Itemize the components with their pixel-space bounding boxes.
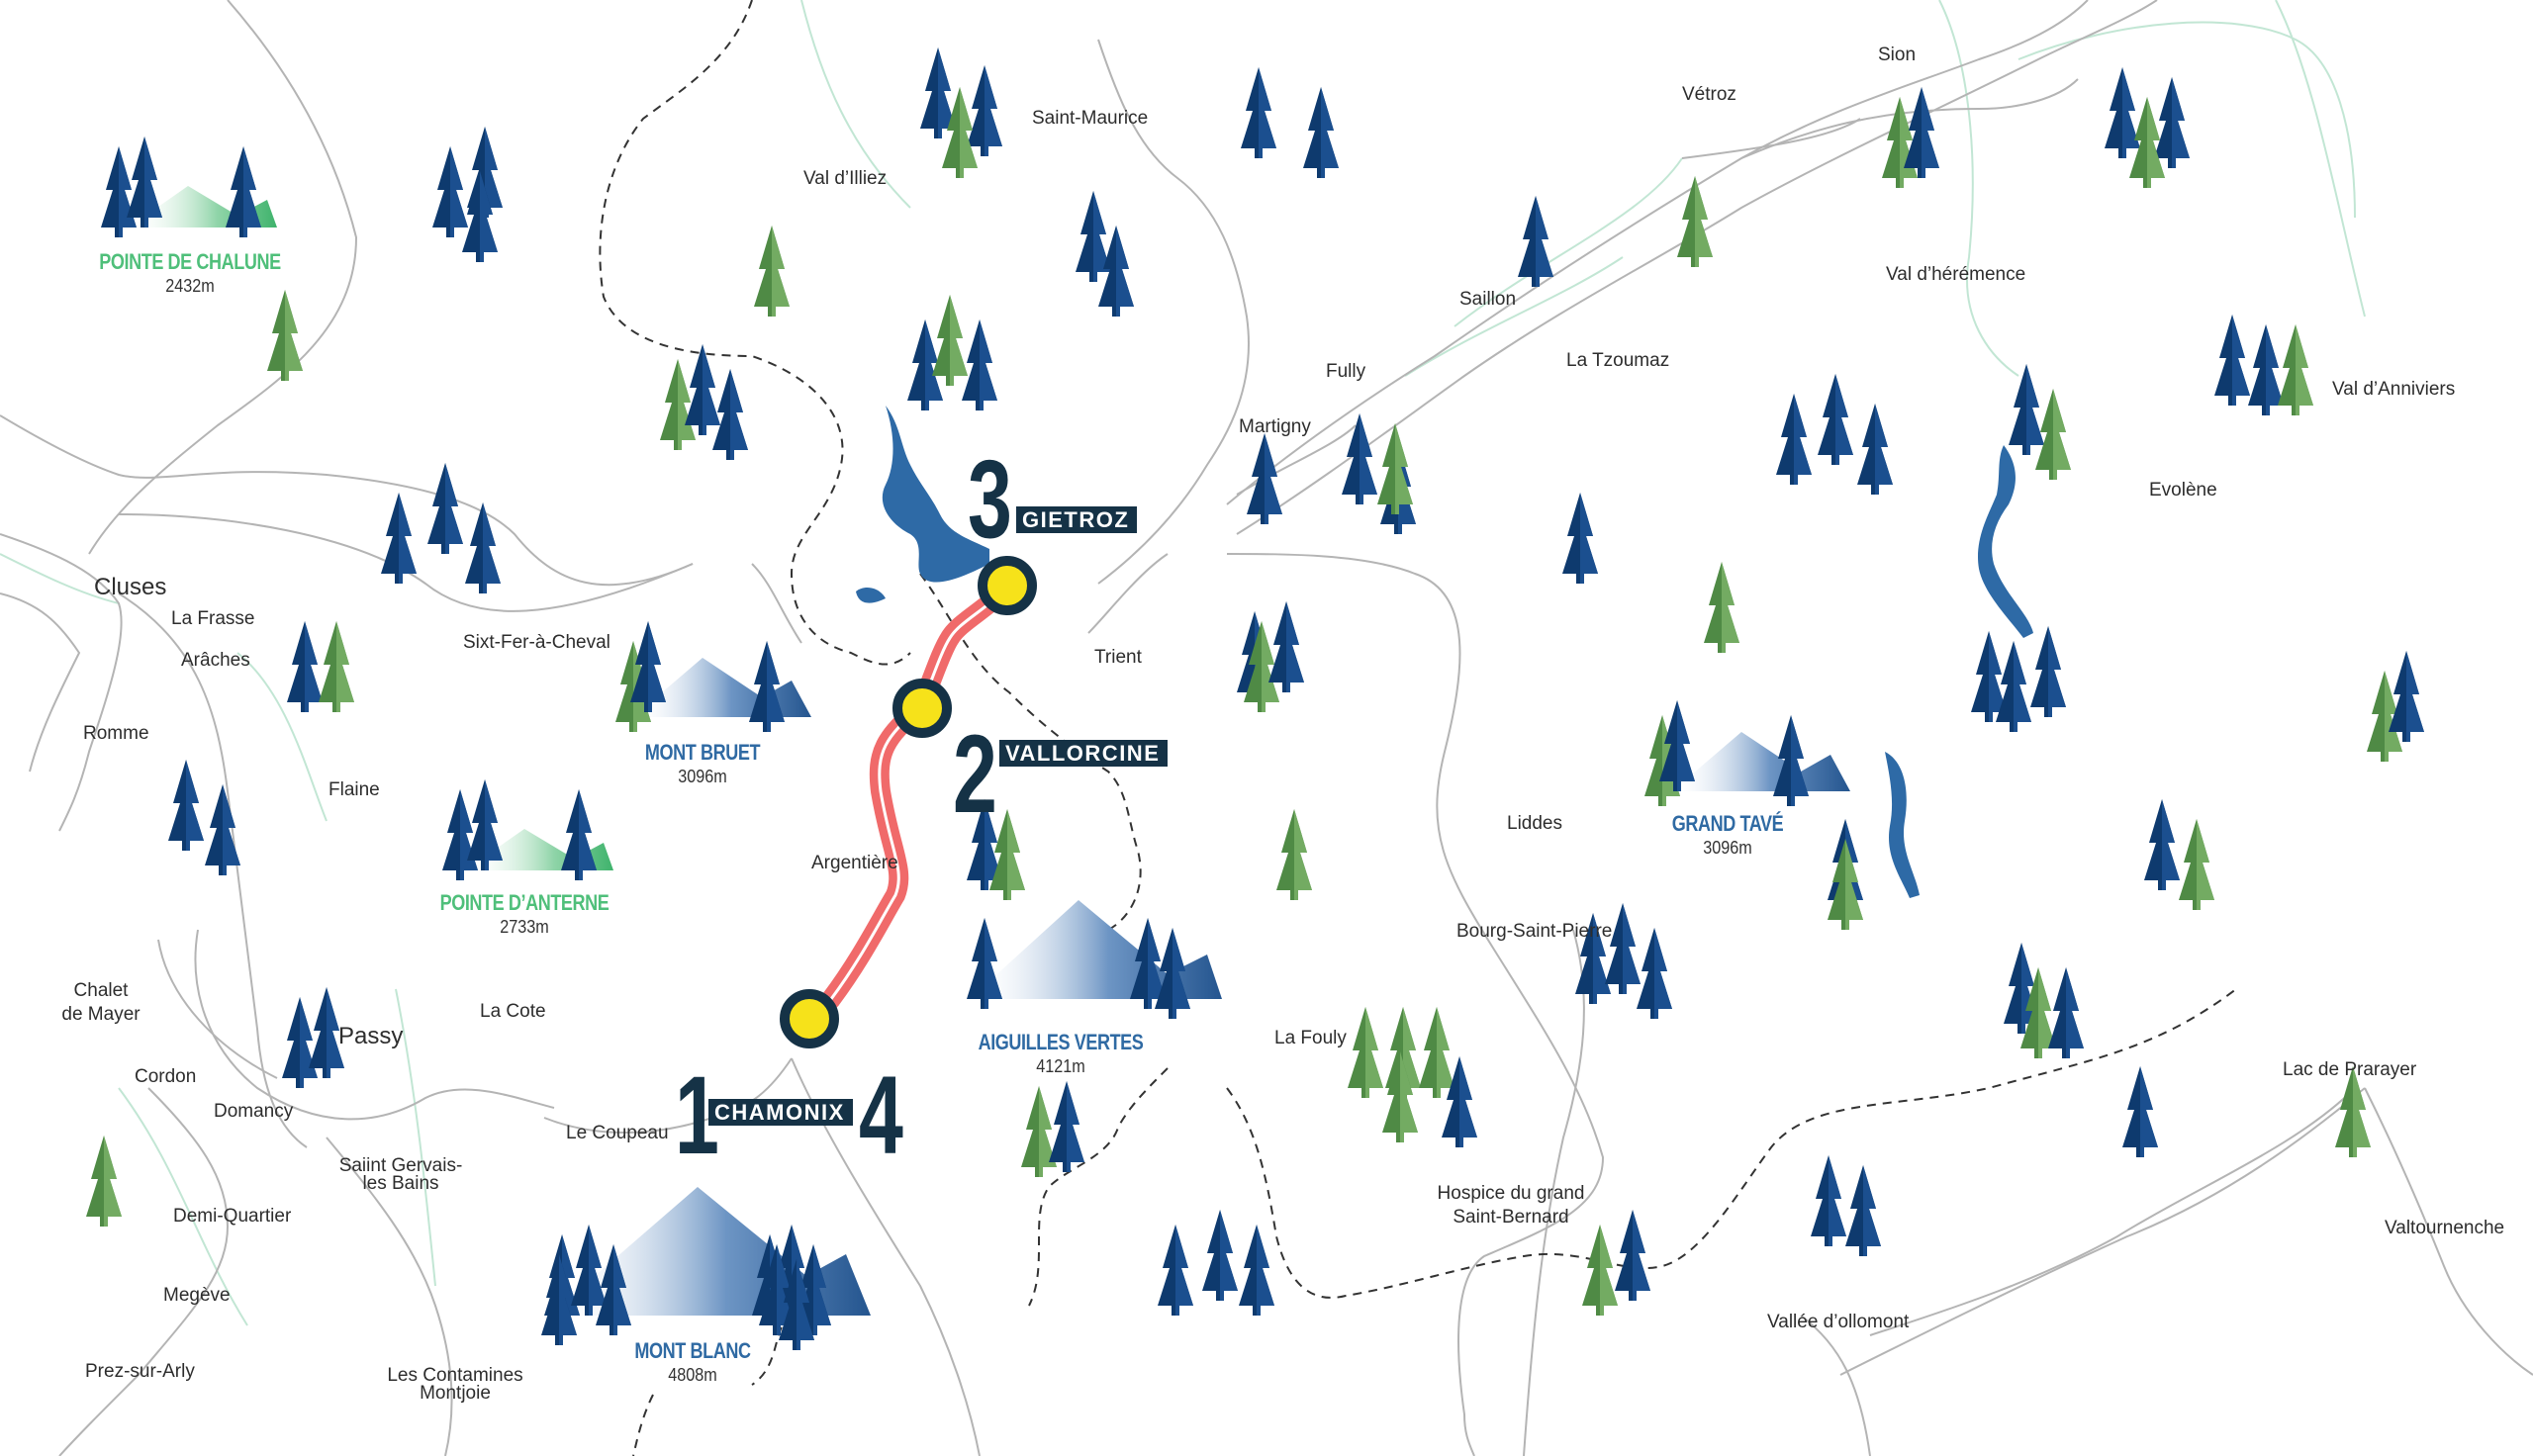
place-la-frasse: La Frasse [171,608,255,629]
place-valtournenche: Valtournenche [2385,1218,2505,1238]
place-flaine: Flaine [328,779,380,800]
lakes [856,406,2033,898]
place-domancy: Domancy [214,1101,294,1122]
stop-number-4: 4 [859,1053,903,1177]
place-cluses: Cluses [94,574,167,600]
peak-name: MONT BLANC [634,1338,751,1363]
peak-label-pointe-danterne: POINTE D’ANTERNE 2733m [422,890,627,938]
place-evolene: Evolène [2149,480,2217,500]
mountain-icon [1672,732,1850,791]
stop-label-gietroz[interactable]: GIETROZ [1016,506,1138,533]
place-cordon: Cordon [135,1066,197,1087]
place-prez-sur-arly: Prez-sur-Arly [85,1361,195,1382]
peak-label-aiguilles-vertes: AIGUILLES VERTES 4121m [960,1030,1161,1077]
place-saillon: Saillon [1459,289,1517,310]
route-group [780,556,1037,1048]
place-argentiere: Argentière [811,853,898,873]
place-les-contamines-montjoie: Les Contamines Montjoie [387,1365,523,1404]
place-hospice-du-grand-saint-bernard: Hospice du grand Saint-Bernard [1437,1183,1585,1228]
place-val-danniviers: Val d’Anniviers [2332,379,2456,400]
place-sixt-fer-a-cheval: Sixt-Fer-à-Cheval [463,632,610,653]
place-passy: Passy [338,1023,404,1049]
place-saint-maurice: Saint-Maurice [1032,108,1149,129]
peak-altitude: 3096m [1703,838,1752,858]
place-la-fouly: La Fouly [1274,1028,1347,1048]
place-le-coupeau: Le Coupeau [566,1123,669,1143]
place-romme: Romme [83,723,149,744]
place-megeve: Megève [163,1285,231,1306]
place-saint-gervais-les-bains: Saiint Gervais- les Bains [338,1155,463,1194]
place-liddes: Liddes [1507,813,1562,834]
peak-name: POINTE D’ANTERNE [439,890,610,915]
place-val-heremence: Val d’hérémence [1886,264,2026,285]
rivers [0,0,2366,1326]
stop-label-vallorcine[interactable]: VALLORCINE [999,740,1169,767]
stop-marker-gietroz[interactable] [978,556,1037,615]
place-la-cote: La Cote [480,1001,546,1022]
stop-number-3: 3 [968,437,1012,561]
place-martigny: Martigny [1239,416,1311,437]
place-lac-de-prarayer: Lac de Prarayer [2283,1059,2417,1080]
place-sion: Sion [1878,45,1917,65]
peak-name: AIGUILLES VERTES [978,1030,1144,1054]
place-chalet-de-mayer: Chalet de Mayer [61,980,141,1025]
peak-label-mont-blanc: MONT BLANC 4808m [622,1338,764,1386]
peak-name: MONT BRUET [644,740,761,765]
peak-label-mont-bruet: MONT BRUET 3096m [632,740,773,787]
place-val-dilliez: Val d’Illiez [803,168,888,189]
peak-label-pointe-de-chalune: POINTE DE CHALUNE 2432m [79,249,301,297]
stop-number-2: 2 [953,712,997,836]
mountain-icon [970,900,1222,999]
stop-marker-chamonix[interactable] [780,989,839,1048]
borders [599,0,2237,1456]
place-fully: Fully [1326,361,1366,382]
place-vetroz: Vétroz [1682,84,1736,105]
peak-altitude: 4808m [668,1365,717,1385]
peak-altitude: 4121m [1036,1056,1085,1076]
place-trient: Trient [1094,647,1142,668]
place-demi-quartier: Demi-Quartier [173,1206,292,1227]
place-la-tzoumaz: La Tzoumaz [1566,350,1670,371]
place-araches: Arâches [181,650,250,671]
stop-marker-vallorcine[interactable] [892,679,952,738]
peak-altitude: 2733m [500,917,549,937]
peak-altitude: 2432m [165,276,215,296]
peak-label-grand-tave: GRAND TAVÉ 3096m [1659,811,1795,859]
peak-altitude: 3096m [678,767,727,786]
peak-name: GRAND TAVÉ [1671,811,1784,836]
place-vallee-dollomont: Vallée d’ollomont [1767,1312,1910,1332]
place-bourg-saint-pierre: Bourg-Saint-Pierre [1456,921,1613,942]
peak-name: POINTE DE CHALUNE [99,249,281,274]
stop-label-chamonix[interactable]: CHAMONIX [708,1099,853,1126]
